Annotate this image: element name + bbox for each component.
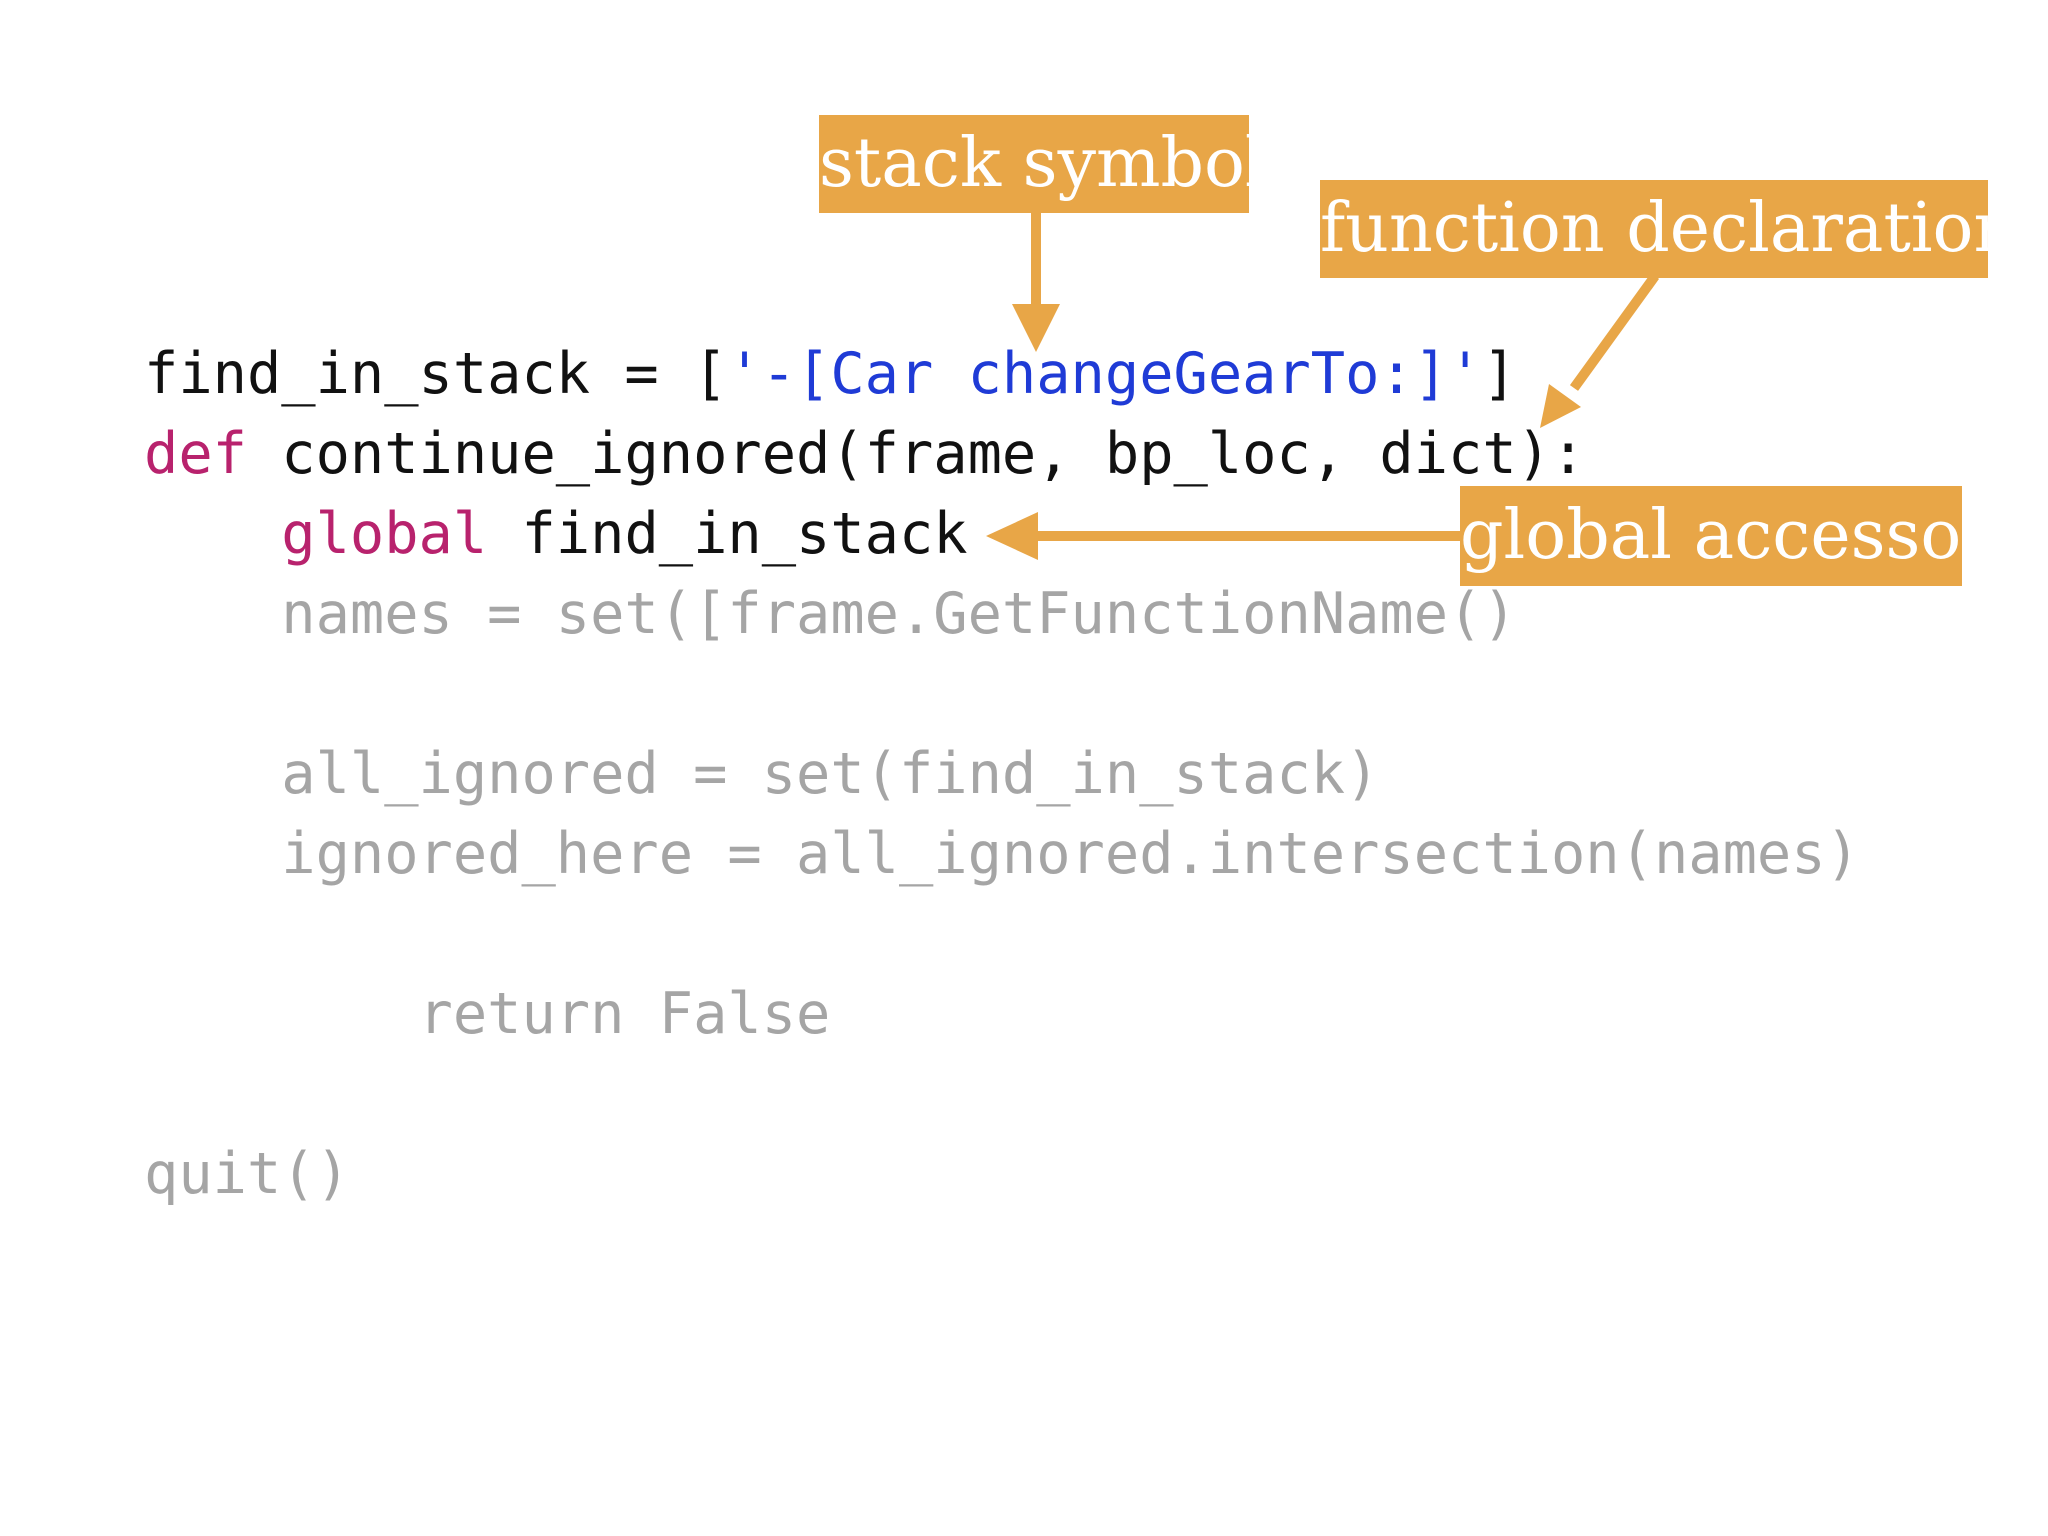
code-function-signature: continue_ignored(frame, bp_loc, dict): <box>246 421 1586 487</box>
function-declaration-arrow-shaft <box>1569 273 1660 391</box>
code-line-quit: quit() <box>144 1141 350 1207</box>
code-line-function-def: def continue_ignored(frame, bp_loc, dict… <box>144 414 1585 494</box>
code-bracket: ] <box>1482 341 1517 407</box>
code-line-return: return False <box>144 981 831 1047</box>
code-global-name: find_in_stack <box>487 501 968 567</box>
callout-stack-symbol: stack symbol <box>819 115 1267 213</box>
code-line-all-ignored: all_ignored = set(find_in_stack) <box>144 741 1380 807</box>
code-line-global: global find_in_stack <box>144 494 968 574</box>
code-variable: find_in_stack = [ <box>144 341 728 407</box>
callout-function-declaration: function declaration <box>1320 180 2017 278</box>
code-keyword-global: global <box>281 501 488 567</box>
callout-global-accessor: global accessor <box>1460 486 1994 586</box>
code-indent <box>144 501 281 567</box>
code-line-ignored-here: ignored_here = all_ignored.intersection(… <box>144 821 1860 887</box>
global-accessor-arrowhead <box>986 512 1038 560</box>
code-string-literal: '-[Car changeGearTo:]' <box>727 341 1483 407</box>
code-keyword-def: def <box>144 421 247 487</box>
code-line-stack-list: find_in_stack = ['-[Car changeGearTo:]'] <box>144 334 1517 414</box>
code-line-names: names = set([frame.GetFunctionName() <box>144 581 1517 647</box>
